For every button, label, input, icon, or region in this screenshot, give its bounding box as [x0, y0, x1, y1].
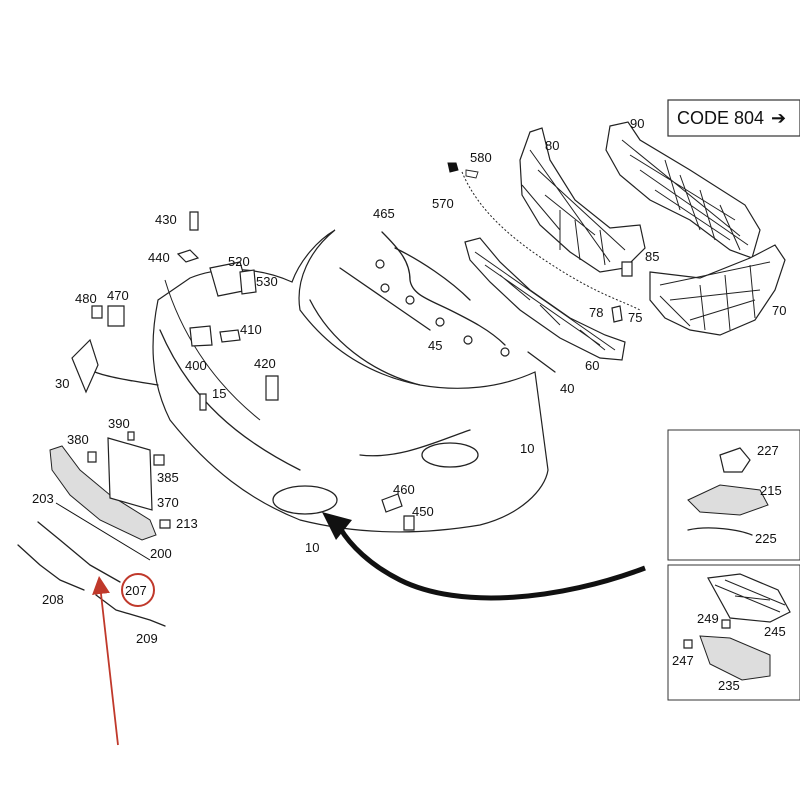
label-380: 380 — [67, 432, 89, 447]
strip-part-208 — [17, 544, 85, 591]
label-207: 207 — [125, 583, 147, 598]
arrow-right-icon: ➔ — [771, 108, 786, 128]
label-245: 245 — [764, 624, 786, 639]
clip-part-580 — [447, 162, 459, 173]
label-208: 208 — [42, 592, 64, 607]
label-75: 75 — [628, 310, 642, 325]
label-460: 460 — [393, 482, 415, 497]
code-804-box: CODE 804 ➔ — [667, 99, 800, 137]
label-450: 450 — [412, 504, 434, 519]
big-pointer-arrow — [337, 526, 646, 601]
grille-part-200 — [49, 445, 157, 561]
label-30: 30 — [55, 376, 69, 391]
harness-part-465 — [375, 231, 510, 357]
label-520: 520 — [228, 254, 250, 269]
part-labels: 90 80 580 570 465 430 440 520 530 480 47… — [32, 116, 786, 693]
strip-part-45 — [339, 267, 431, 331]
label-420: 420 — [254, 356, 276, 371]
label-45: 45 — [428, 338, 442, 353]
label-470: 470 — [107, 288, 129, 303]
label-235: 235 — [718, 678, 740, 693]
label-410: 410 — [240, 322, 262, 337]
part-207-highlight-ring — [121, 573, 155, 607]
label-10-front: 10 — [305, 540, 319, 555]
label-370: 370 — [157, 495, 179, 510]
label-227: 227 — [757, 443, 779, 458]
label-70: 70 — [772, 303, 786, 318]
label-60: 60 — [585, 358, 599, 373]
inset-lower-grille — [667, 564, 800, 701]
carrier-part-80 — [519, 127, 646, 273]
label-440: 440 — [148, 250, 170, 265]
label-213: 213 — [176, 516, 198, 531]
label-480: 480 — [75, 291, 97, 306]
label-200: 200 — [150, 546, 172, 561]
label-209: 209 — [136, 631, 158, 646]
wire-part-570 — [461, 171, 641, 311]
inset-fog-lamp-grille — [667, 429, 800, 561]
label-80: 80 — [545, 138, 559, 153]
label-249: 249 — [697, 611, 719, 626]
bracket-part-70 — [649, 244, 786, 336]
label-580: 580 — [470, 150, 492, 165]
rail-part-60 — [464, 237, 626, 361]
label-390: 390 — [108, 416, 130, 431]
big-arrowhead-icon — [322, 512, 352, 540]
label-215: 215 — [760, 483, 782, 498]
code-804-label: CODE 804 — [677, 108, 764, 128]
label-400: 400 — [185, 358, 207, 373]
label-247: 247 — [672, 653, 694, 668]
upper-grille-edge — [164, 279, 261, 421]
label-10-rear: 10 — [520, 441, 534, 456]
label-385: 385 — [157, 470, 179, 485]
label-40: 40 — [560, 381, 574, 396]
label-85: 85 — [645, 249, 659, 264]
strip-part-203 — [37, 521, 121, 583]
label-225: 225 — [755, 531, 777, 546]
strip-part-209 — [95, 594, 166, 627]
label-530: 530 — [256, 274, 278, 289]
label-430: 430 — [155, 212, 177, 227]
label-90: 90 — [630, 116, 644, 131]
side-panel-part-30 — [71, 338, 159, 394]
red-pointer-arrow — [92, 576, 119, 746]
strip-part-40 — [527, 351, 556, 373]
label-203: 203 — [32, 491, 54, 506]
fasteners — [87, 211, 633, 531]
bumper-cover-part-10 — [152, 229, 549, 533]
label-570: 570 — [432, 196, 454, 211]
plate-holder-part-370 — [107, 437, 153, 511]
label-15: 15 — [212, 386, 226, 401]
label-465: 465 — [373, 206, 395, 221]
label-78: 78 — [589, 305, 603, 320]
